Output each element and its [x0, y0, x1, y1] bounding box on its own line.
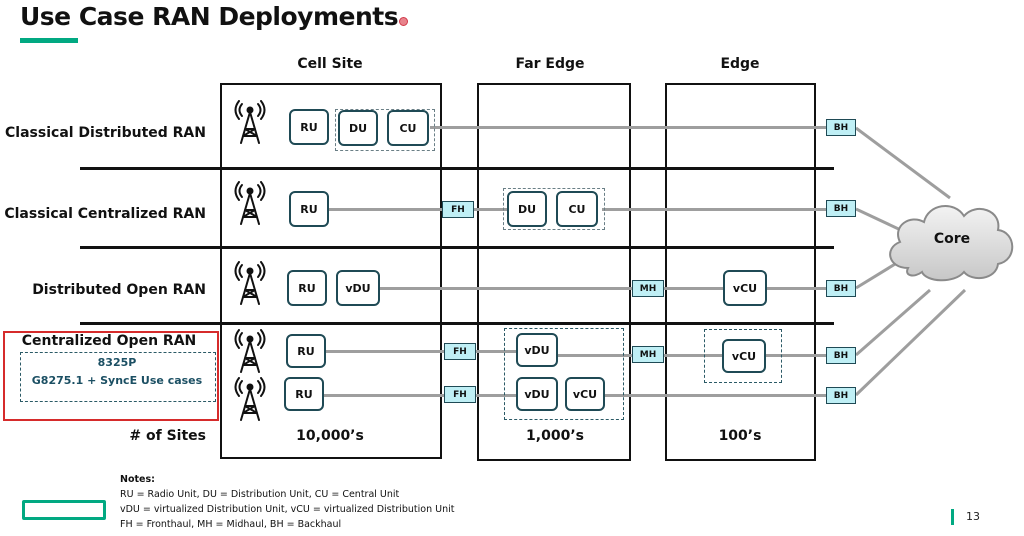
hpe-logo [22, 500, 106, 520]
du-node: DU [338, 110, 378, 146]
row-label-sites: # of Sites [129, 428, 206, 444]
bh-tag: BH [826, 200, 856, 217]
highlight-box [3, 331, 219, 421]
mh-tag: MH [632, 346, 664, 363]
vcu-node: vCU [565, 377, 605, 411]
link-line [604, 394, 826, 397]
cell-tower-icon [234, 100, 266, 144]
vdu-node: vDU [516, 377, 558, 411]
edge-vcu-group [704, 329, 782, 383]
vdu-node: vDU [336, 270, 380, 306]
col-header-far-edge: Far Edge [515, 56, 585, 72]
row-label-distributed-open: Distributed Open RAN [32, 282, 206, 298]
page-title: Use Case RAN Deployments [20, 2, 399, 31]
ru-node: RU [289, 191, 329, 227]
bh-tag: BH [826, 119, 856, 136]
link-line [602, 208, 826, 211]
vdu-node: vDU [516, 333, 558, 367]
mh-tag: MH [632, 280, 664, 297]
use-case-description: G8275.1 + SyncE Use cases [31, 374, 203, 387]
link-line [430, 126, 826, 129]
pointer-dot [399, 17, 408, 26]
cu-node: CU [387, 110, 429, 146]
col-header-cell-site: Cell Site [297, 56, 363, 72]
fh-tag: FH [444, 386, 476, 403]
cloud-icon [889, 205, 1014, 282]
du-node: DU [507, 191, 547, 227]
bh-tag: BH [826, 280, 856, 297]
link-line [766, 287, 826, 290]
vcu-node: vCU [723, 270, 767, 306]
du-cu-group [503, 188, 605, 230]
link-line [328, 208, 442, 211]
ru-node: RU [284, 377, 324, 411]
link-line [476, 350, 518, 353]
du-cu-group [335, 109, 435, 151]
row-divider [80, 167, 834, 170]
notes-line: RU = Radio Unit, DU = Distribution Unit,… [120, 489, 400, 500]
core-label: Core [933, 231, 971, 247]
row-label-classical-centralized: Classical Centralized RAN [4, 206, 206, 222]
bh-tag: BH [826, 347, 856, 364]
notes-heading: Notes: [120, 474, 155, 485]
link-line [664, 354, 724, 357]
link-line [474, 208, 508, 211]
site-count-edge: 100’s [718, 428, 762, 444]
link-line [766, 354, 826, 357]
row-label-classical-distributed: Classical Distributed RAN [5, 125, 206, 141]
cell-tower-icon [234, 261, 266, 305]
row-divider [80, 246, 834, 249]
fh-tag: FH [442, 201, 474, 218]
link-line [378, 287, 632, 290]
row-label-centralized-open: Centralized Open RAN [21, 333, 197, 349]
cell-tower-icon [234, 181, 266, 225]
link-line [324, 394, 444, 397]
notes-line: FH = Fronthaul, MH = Midhaul, BH = Backh… [120, 519, 342, 530]
row-divider [80, 322, 834, 325]
site-count-cell-site: 10,000’s [296, 428, 364, 444]
bh-tag: BH [826, 387, 856, 404]
ru-node: RU [287, 270, 327, 306]
page-number: 13 [966, 510, 980, 523]
ru-node: RU [286, 334, 326, 368]
vcu-node: vCU [722, 339, 766, 373]
far-edge-vdu-group [504, 328, 624, 420]
site-count-far-edge: 1,000’s [526, 428, 584, 444]
ru-node: RU [289, 109, 329, 145]
use-case-box [20, 352, 216, 402]
cell-tower-icon [234, 329, 266, 373]
cu-node: CU [556, 191, 598, 227]
link-line [556, 354, 632, 357]
link-line [664, 287, 724, 290]
notes-line: vDU = virtualized Distribution Unit, vCU… [120, 504, 455, 515]
fh-tag: FH [444, 343, 476, 360]
link-line [476, 394, 518, 397]
page-number-bar [951, 509, 954, 525]
title-underline [20, 38, 78, 43]
link-line [326, 350, 444, 353]
use-case-model: 8325P [97, 356, 137, 369]
cell-tower-icon [234, 377, 266, 421]
col-header-edge: Edge [720, 56, 760, 72]
